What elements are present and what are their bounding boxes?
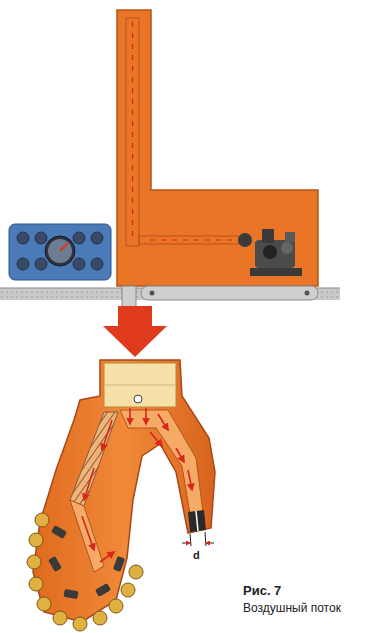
dimension-label: d xyxy=(193,549,200,561)
control-panel xyxy=(9,224,111,280)
figure-number: Рис. 7 xyxy=(243,583,281,598)
flow-arrow xyxy=(103,306,167,357)
drill-bit xyxy=(27,360,215,631)
figure-caption: Воздушный поток xyxy=(243,601,341,615)
drill-rig xyxy=(117,10,318,316)
